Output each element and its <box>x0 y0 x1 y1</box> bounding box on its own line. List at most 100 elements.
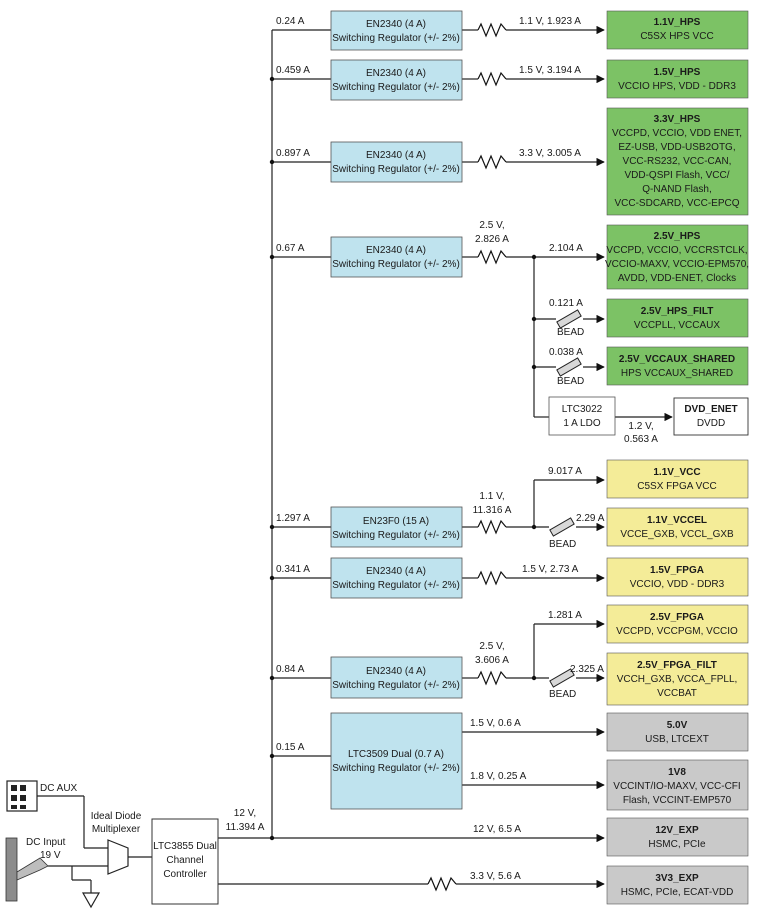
rail-desc-v50: USB, LTCEXT <box>645 734 709 745</box>
rail-desc-v25aux: HPS VCCAUX_SHARED <box>621 368 733 379</box>
rail-desc-v15hps: VCCIO HPS, VDD - DDR3 <box>618 81 736 92</box>
rail-desc-v33exp: HSMC, PCIe, ECAT-VDD <box>621 887 734 898</box>
rail-labels: 1.1V_HPS C5SX HPS VCC 1.5V_HPS VCCIO HPS… <box>605 17 749 898</box>
exp33-current: 3.3 V, 5.6 A <box>470 871 521 882</box>
rail-title-v25hpsfilt: 2.5V_HPS_FILT <box>641 306 714 317</box>
regulator-r7 <box>330 656 463 699</box>
resistor-r1 <box>477 22 507 38</box>
input-shapes <box>5 780 219 909</box>
rail-desc-v25fpgafilt-2: VCCBAT <box>657 688 697 699</box>
controller-label-3: Controller <box>163 869 207 880</box>
rail-box-v25fpga <box>606 604 749 644</box>
resistor-exp33 <box>427 876 457 892</box>
bus-voltage: 12 V, <box>234 808 256 819</box>
controller-box <box>151 818 219 905</box>
rail-box-v50 <box>606 712 749 752</box>
rail-desc-v33hps-5: Q-NAND Flash, <box>642 184 711 195</box>
regulator-r2 <box>330 59 463 101</box>
dc-aux-connector-icon <box>6 780 38 812</box>
r8-output-b: 1.8 V, 0.25 A <box>470 771 527 782</box>
diode-mux-icon <box>107 839 129 875</box>
r7-output-v: 2.5 V, <box>479 641 504 652</box>
rail-desc-v33hps-4: VDD-QSPI Flash, VCC/ <box>624 170 729 181</box>
dc-aux-label: DC AUX <box>40 783 78 794</box>
r7-name: EN2340 (4 A) <box>366 666 426 677</box>
mux-label-2: Multiplexer <box>92 824 141 835</box>
r1-output: 1.1 V, 1.923 A <box>519 16 581 27</box>
rail-box-v15hps <box>606 59 749 99</box>
r1-name: EN2340 (4 A) <box>366 19 426 30</box>
rail-title-v15hps: 1.5V_HPS <box>654 67 701 78</box>
bead-label-4: BEAD <box>549 689 576 700</box>
dc-input-label: DC Input <box>26 837 66 848</box>
regulator-r8 <box>330 712 463 810</box>
r4-vccaux-current: 0.038 A <box>549 347 583 358</box>
r6-output: 1.5 V, 2.73 A <box>522 564 579 575</box>
rail-desc-v25hps-1: VCCPD, VCCIO, VCCRSTCLK, <box>606 245 747 256</box>
r2-input-current: 0.459 A <box>276 65 310 76</box>
r7-output-a: 3.606 A <box>475 655 509 666</box>
rail-box-v25fpgafilt <box>606 652 749 706</box>
exp12-current: 12 V, 6.5 A <box>473 824 521 835</box>
r2-output: 1.5 V, 3.194 A <box>519 65 581 76</box>
rail-title-v25fpga: 2.5V_FPGA <box>650 612 704 623</box>
r7-main-current: 1.281 A <box>548 610 582 621</box>
r8-output-a: 1.5 V, 0.6 A <box>470 718 521 729</box>
r6-name: EN2340 (4 A) <box>366 566 426 577</box>
bus-current: 11.394 A <box>226 822 265 833</box>
ldo-output-a: 0.563 A <box>624 434 658 445</box>
r3-desc: Switching Regulator (+/- 2%) <box>332 164 460 175</box>
rail-desc-v18-1: VCCINT/IO-MAXV, VCC-CFI <box>613 781 740 792</box>
rail-desc-v11vccel: VCCE_GXB, VCCL_GXB <box>620 529 734 540</box>
ldo-box <box>548 396 616 436</box>
r7-desc: Switching Regulator (+/- 2%) <box>332 680 460 691</box>
rail-title-v15fpga: 1.5V_FPGA <box>650 565 704 576</box>
resistor-r5 <box>477 519 507 535</box>
r7-input-current: 0.84 A <box>276 664 305 675</box>
r4-output-a: 2.826 A <box>475 234 509 245</box>
r8-desc: Switching Regulator (+/- 2%) <box>332 763 460 774</box>
rail-box-v33hps <box>606 107 749 216</box>
dc-input-voltage: 19 V <box>40 850 61 861</box>
rail-title-v25hps: 2.5V_HPS <box>654 231 701 242</box>
rail-box-v25hps <box>606 224 749 290</box>
r4-output-v: 2.5 V, <box>479 220 504 231</box>
rail-desc-v25fpga: VCCPD, VCCPGM, VCCIO <box>616 626 738 637</box>
wires <box>37 25 673 893</box>
bead-label-2: BEAD <box>557 376 584 387</box>
r3-input-current: 0.897 A <box>276 148 310 159</box>
resistor-r6 <box>477 570 507 586</box>
r4-desc: Switching Regulator (+/- 2%) <box>332 259 460 270</box>
r2-desc: Switching Regulator (+/- 2%) <box>332 82 460 93</box>
rail-desc-v15fpga: VCCIO, VDD - DDR3 <box>630 579 725 590</box>
r4-input-current: 0.67 A <box>276 243 305 254</box>
controller-label-2: Channel <box>166 855 203 866</box>
r5-main-current: 9.017 A <box>548 466 582 477</box>
rail-desc-v18-2: Flash, VCCINT-EMP570 <box>623 795 732 806</box>
r5-output-a: 11.316 A <box>473 505 512 516</box>
rail-title-v12exp: 12V_EXP <box>655 825 699 836</box>
rail-boxes <box>606 10 749 905</box>
rail-title-v18: 1V8 <box>668 767 686 778</box>
dc-jack-icon <box>5 837 49 902</box>
rail-title-v33hps: 3.3V_HPS <box>654 114 701 125</box>
r2-name: EN2340 (4 A) <box>366 68 426 79</box>
resistors <box>427 22 507 892</box>
r3-output: 3.3 V, 3.005 A <box>519 148 581 159</box>
rail-title-v25aux: 2.5V_VCCAUX_SHARED <box>619 354 735 365</box>
rail-title-v33exp: 3V3_EXP <box>655 873 699 884</box>
r5-output-v: 1.1 V, <box>479 491 504 502</box>
rail-box-v12exp <box>606 817 749 857</box>
r6-desc: Switching Regulator (+/- 2%) <box>332 580 460 591</box>
rail-desc-v33hps-6: VCC-SDCARD, VCC-EPCQ <box>614 198 739 209</box>
junctions <box>269 76 537 841</box>
rail-desc-v25hps-3: AVDD, VDD-ENET, Clocks <box>618 273 736 284</box>
r4-main-current: 2.104 A <box>549 243 583 254</box>
rail-desc-v33hps-2: EZ-USB, VDD-USB2OTG, <box>618 142 735 153</box>
rail-title-v25fpgafilt: 2.5V_FPGA_FILT <box>637 660 717 671</box>
rail-title-v11vcc: 1.1V_VCC <box>653 467 700 478</box>
beads <box>549 309 582 688</box>
rail-desc-dvdenet: DVDD <box>697 418 725 429</box>
r6-input-current: 0.341 A <box>276 564 310 575</box>
rail-title-v50: 5.0V <box>667 720 688 731</box>
